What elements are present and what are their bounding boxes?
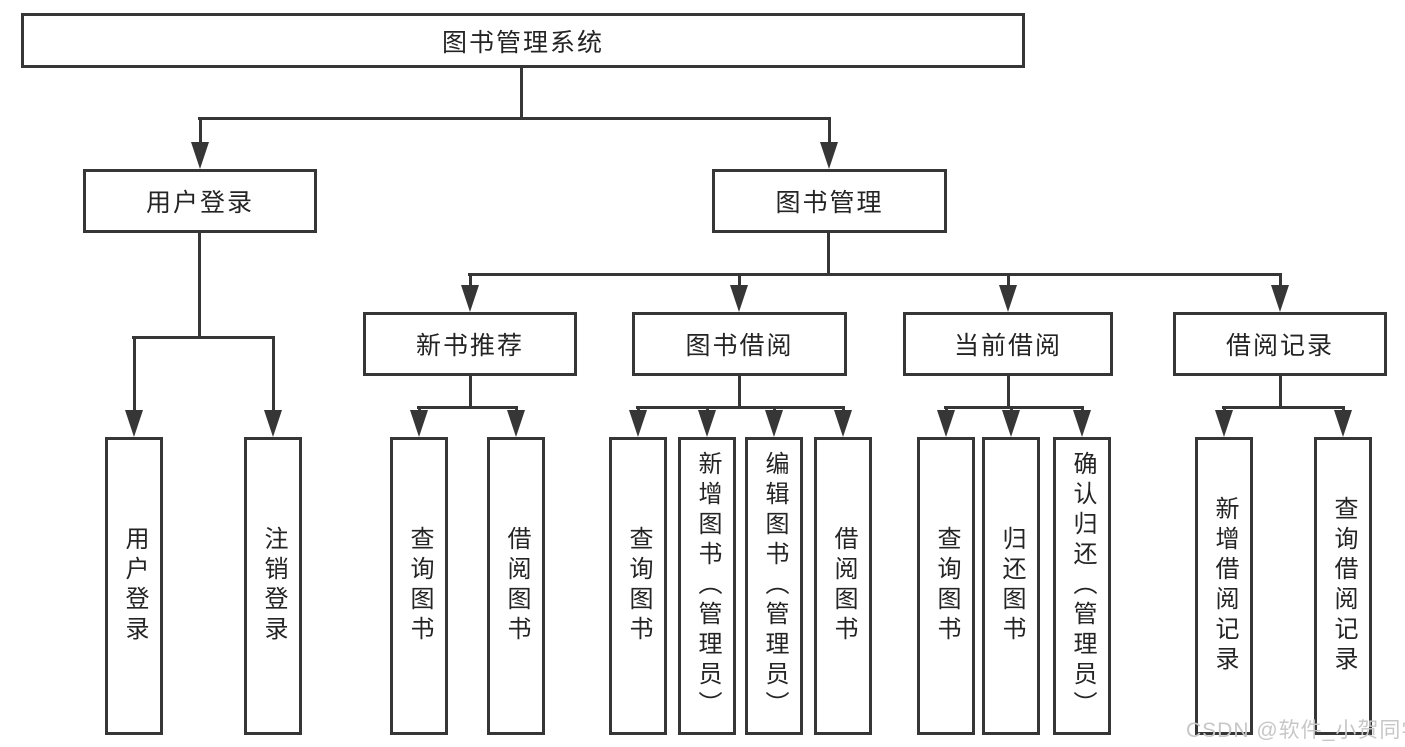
arrowhead-leaf-query-book-3 xyxy=(937,410,955,437)
connector-branch-new-book xyxy=(417,406,518,409)
leaf-return-book: 归还图书 xyxy=(982,437,1040,735)
leaf-query-book-1: 查询图书 xyxy=(390,437,448,735)
arrowhead-borrow-records xyxy=(1271,285,1289,312)
connector-book-borrow-drop xyxy=(738,376,741,408)
connector-new-book-drop xyxy=(469,376,472,408)
arrowhead-user-login xyxy=(191,142,209,169)
arrowhead-book-borrow xyxy=(730,285,748,312)
leaf-query-book-3: 查询图书 xyxy=(917,437,975,735)
leaf-confirm-return-admin: 确认归还（管理员） xyxy=(1053,437,1111,735)
leaf-query-borrow-record: 查询借阅记录 xyxy=(1314,437,1372,735)
arrowhead-leaf-add-record xyxy=(1215,410,1233,437)
leaf-borrow-book-1: 借阅图书 xyxy=(487,437,545,735)
node-book-mgmt: 图书管理 xyxy=(712,169,947,233)
csdn-watermark: CSDN @软件_小贺同学 xyxy=(1186,719,1405,742)
connector-shaft-current-borrow xyxy=(1007,273,1010,290)
leaf-logout: 注销登录 xyxy=(244,437,302,735)
arrowhead-leaf-return-book xyxy=(1002,410,1020,437)
connector-shaft-leaf-login xyxy=(133,336,136,414)
leaf-add-book-admin: 新增图书（管理员） xyxy=(678,437,736,735)
arrowhead-leaf-add-book xyxy=(698,410,716,437)
arrowhead-leaf-borrow-book-1 xyxy=(507,410,525,437)
node-new-book-rec: 新书推荐 xyxy=(363,312,577,376)
connector-shaft-new-book xyxy=(469,273,472,290)
node-book-borrow: 图书借阅 xyxy=(632,312,847,376)
connector-current-borrow-drop xyxy=(1007,376,1010,408)
connector-shaft-book-borrow xyxy=(738,273,741,290)
connector-root-drop xyxy=(520,68,523,120)
arrowhead-leaf-login xyxy=(125,410,143,437)
connector-branch-level1 xyxy=(198,117,831,120)
connector-shaft-leaf-logout xyxy=(272,336,275,414)
connector-book-mgmt-drop xyxy=(827,233,830,275)
node-current-borrow: 当前借阅 xyxy=(903,312,1113,376)
arrowhead-new-book xyxy=(461,285,479,312)
leaf-edit-book-admin: 编辑图书（管理员） xyxy=(745,437,803,735)
connector-borrow-records-drop xyxy=(1279,376,1282,408)
arrowhead-leaf-query-book-2 xyxy=(629,410,647,437)
connector-user-login-drop xyxy=(198,233,201,338)
arrowhead-leaf-confirm-return xyxy=(1073,410,1091,437)
arrowhead-current-borrow xyxy=(999,285,1017,312)
connector-shaft-book-mgmt xyxy=(828,117,831,145)
connector-branch-borrow-records xyxy=(1222,406,1345,409)
arrowhead-leaf-query-book-1 xyxy=(410,410,428,437)
node-borrow-records: 借阅记录 xyxy=(1173,312,1387,376)
connector-shaft-borrow-records xyxy=(1279,273,1282,290)
arrowhead-leaf-edit-book xyxy=(765,410,783,437)
connector-branch-user-login xyxy=(132,336,275,339)
arrowhead-leaf-query-record xyxy=(1334,410,1352,437)
connector-branch-level3 xyxy=(468,273,1282,276)
leaf-borrow-book-2: 借阅图书 xyxy=(814,437,872,735)
connector-branch-current-borrow xyxy=(944,406,1084,409)
arrowhead-book-mgmt xyxy=(820,142,838,169)
connector-branch-book-borrow xyxy=(636,406,845,409)
arrowhead-leaf-borrow-book-2 xyxy=(834,410,852,437)
connector-shaft-user-login xyxy=(199,117,202,145)
leaf-query-book-2: 查询图书 xyxy=(609,437,667,735)
arrowhead-leaf-logout xyxy=(264,410,282,437)
leaf-user-login: 用户登录 xyxy=(105,437,163,735)
node-user-login: 用户登录 xyxy=(83,169,317,233)
node-root: 图书管理系统 xyxy=(21,13,1025,68)
leaf-add-borrow-record: 新增借阅记录 xyxy=(1195,437,1253,735)
